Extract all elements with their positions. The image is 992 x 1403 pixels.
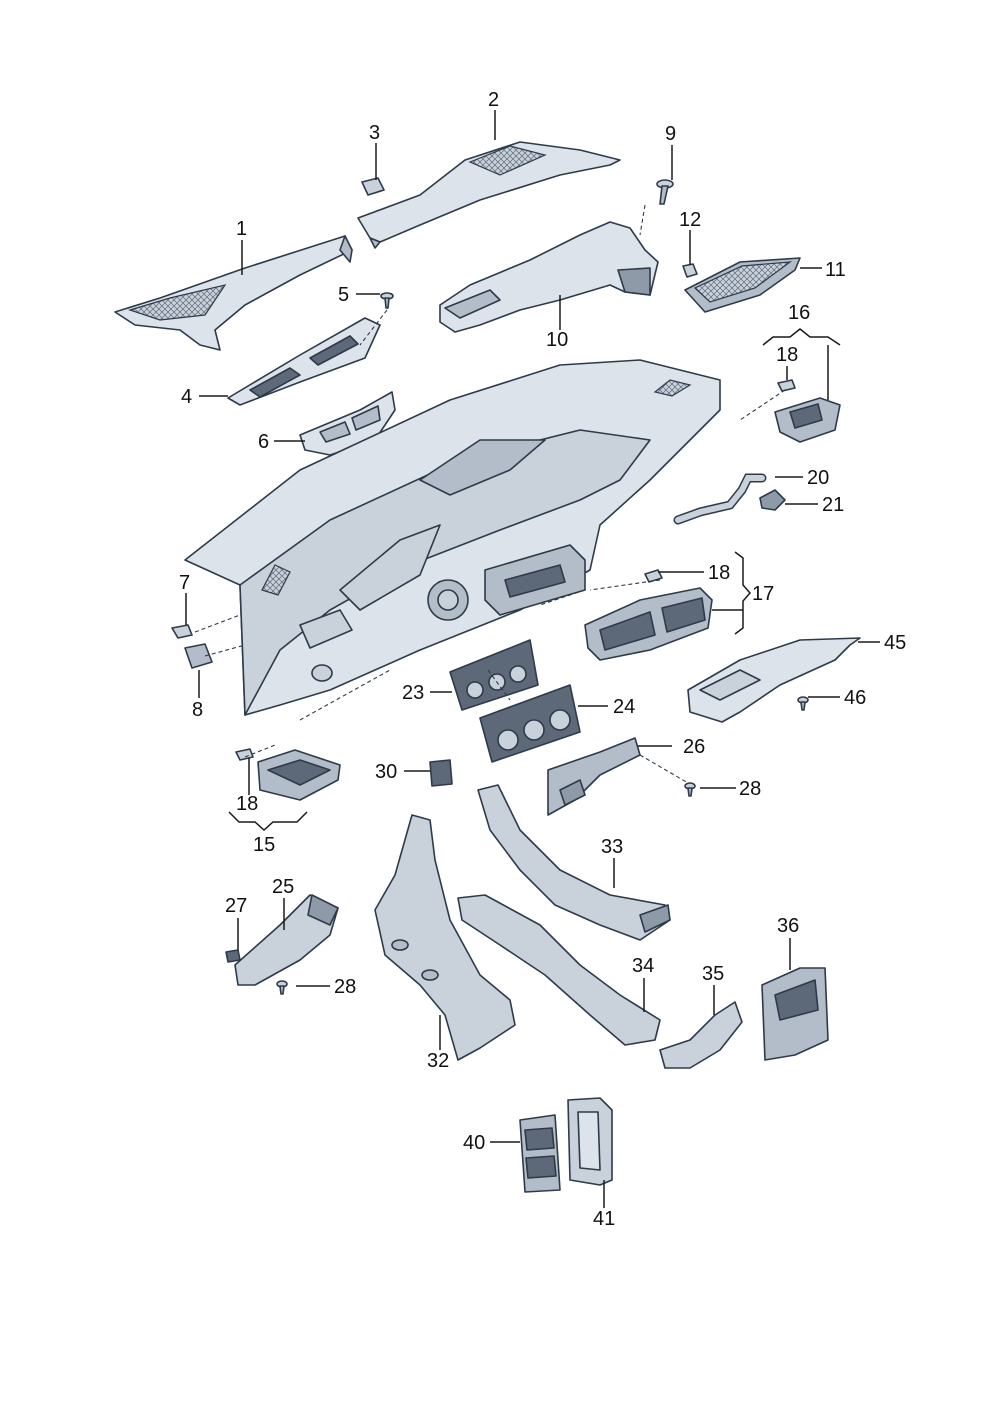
label-30: 30 [375,761,397,783]
assembly-lines [194,204,786,784]
part-17-vent-centre [584,587,713,661]
label-3: 3 [369,122,380,144]
part-7-clip [171,624,193,639]
label-6: 6 [258,431,269,453]
label-34: 34 [632,955,654,977]
label-9: 9 [665,123,676,145]
part-20-hose [673,473,767,525]
label-25: 25 [272,876,294,898]
part-4-vent-housing [227,317,381,406]
label-11: 11 [825,259,846,281]
label-7: 7 [179,572,190,594]
label-40: 40 [463,1132,485,1154]
label-21: 21 [822,494,844,516]
label-28-right: 28 [739,778,761,800]
label-45: 45 [884,632,906,654]
label-41: 41 [593,1208,615,1230]
part-5-screw [380,292,394,309]
label-15: 15 [253,834,275,856]
label-36: 36 [777,915,799,937]
part-45-cover [687,637,861,723]
label-5: 5 [338,284,349,306]
label-18-left: 18 [236,793,258,815]
label-17: 17 [752,583,774,605]
label-18-mid: 18 [708,562,730,584]
label-2: 2 [488,89,499,111]
label-26: 26 [683,736,705,758]
part-40-grille [519,1114,561,1193]
label-46: 46 [844,687,866,709]
label-18-right: 18 [776,344,798,366]
label-10: 10 [546,329,568,351]
part-28-screw-left [276,980,288,995]
part-30-block [429,759,453,787]
label-27: 27 [225,895,247,917]
part-25-duct [234,894,339,986]
part-26-bracket [547,737,641,816]
label-8: 8 [192,699,203,721]
part-33-duct [477,784,671,941]
dashboard-main [184,359,721,716]
part-15-vent-left [257,749,341,801]
part-18-clip-left [235,748,254,761]
label-12: 12 [679,209,701,231]
part-18-clip-right [777,379,796,392]
part-27-clip [225,949,241,963]
part-2-cowl-panel-right [357,141,621,249]
part-16-vent-right [774,397,841,443]
label-33: 33 [601,836,623,858]
part-9-screw [656,179,674,205]
label-28-left: 28 [334,976,356,998]
label-35: 35 [702,963,724,985]
label-4: 4 [181,386,192,408]
callout-labels: 1 2 3 9 12 11 5 10 4 6 16 18 20 21 18 17… [179,89,906,1230]
part-28-screw-right [684,782,696,797]
part-41-frame [567,1097,613,1186]
part-12-clip [682,263,698,278]
part-34-duct [457,894,661,1046]
label-16: 16 [788,302,810,324]
label-24: 24 [613,696,635,718]
part-3-clip [361,177,385,196]
part-35-duct [659,1001,743,1069]
part-21-grommet [759,489,786,511]
label-23: 23 [402,682,424,704]
part-1-cowl-panel-left [114,235,353,351]
label-20: 20 [807,467,829,489]
leader-lines [185,110,880,1208]
part-18-clip-mid [644,569,663,583]
part-46-screw [797,696,809,711]
label-1: 1 [236,218,247,240]
part-32-duct [374,814,516,1061]
part-23-control-panel [449,639,539,711]
label-32: 32 [427,1050,449,1072]
part-24-control-panel [479,684,581,763]
part-10-air-duct [439,221,659,333]
part-8-switch [184,643,213,669]
part-11-speaker-grille [684,257,801,313]
part-36-rear-vent [761,967,829,1061]
